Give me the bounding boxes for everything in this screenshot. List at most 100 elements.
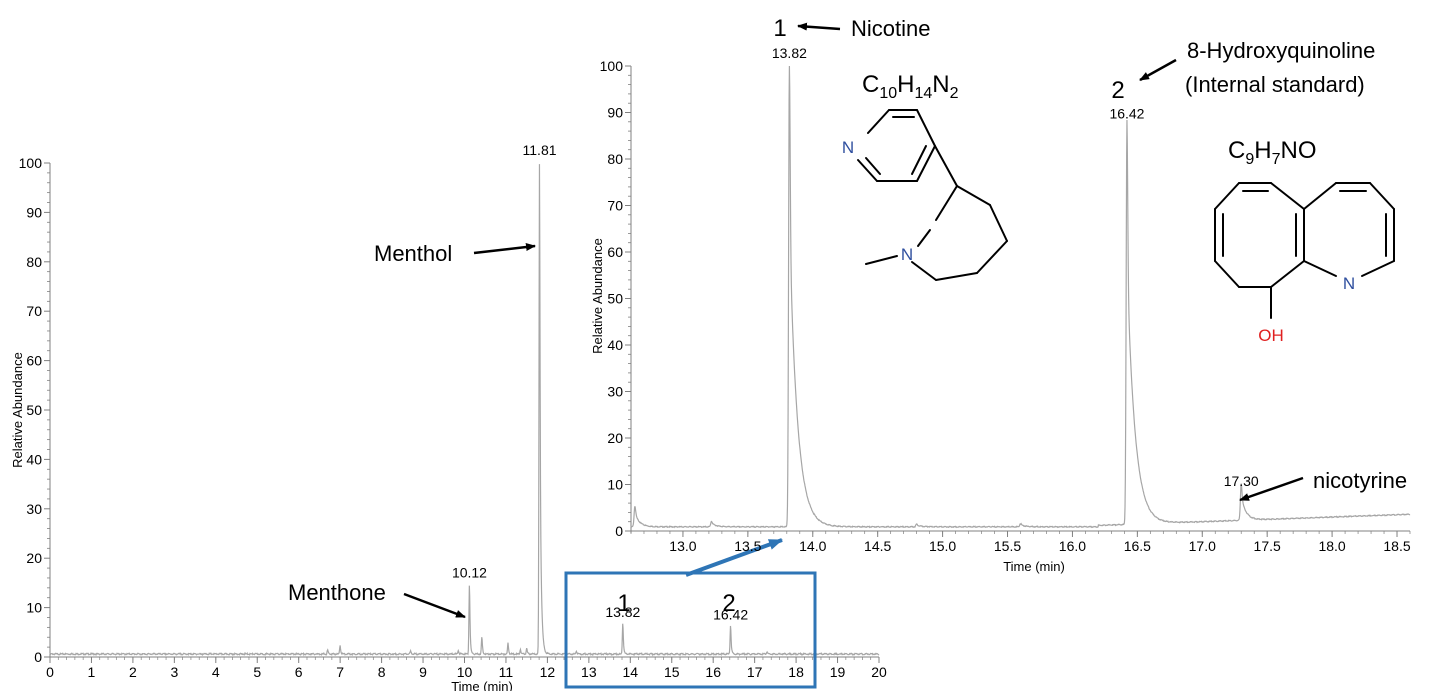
main-y-axis-label: Relative Abundance (10, 352, 25, 468)
main-x-axis-label: Time (min) (451, 679, 513, 691)
y-tick-label: 20 (607, 430, 623, 446)
hq-peak-number: 2 (1111, 77, 1124, 104)
x-tick-label: 16.0 (1059, 538, 1086, 554)
x-tick-label: 14.5 (864, 538, 891, 554)
annotation-menthol: Menthol (374, 241, 452, 266)
x-tick-label: 6 (295, 664, 303, 680)
zoom-arrow (685, 538, 783, 577)
x-tick-label: 17.0 (1189, 538, 1216, 554)
x-tick-label: 9 (419, 664, 427, 680)
nicotine-peak-number: 1 (773, 15, 786, 42)
y-tick-label: 60 (26, 353, 42, 369)
arrow-nicotine (797, 22, 841, 31)
x-tick-label: 18 (788, 664, 804, 680)
y-tick-label: 0 (615, 523, 623, 539)
y-tick-label: 80 (607, 151, 623, 167)
x-tick-label: 17 (747, 664, 763, 680)
x-tick-label: 14.0 (799, 538, 826, 554)
x-tick-label: 15.0 (929, 538, 956, 554)
x-tick-label: 19 (830, 664, 846, 680)
x-tick-label: 7 (336, 664, 344, 680)
x-tick-label: 13 (581, 664, 597, 680)
annotation-menthone: Menthone (288, 580, 386, 605)
nicotine-formula: C10H14N2 (862, 71, 959, 102)
inset-x-axis-label: Time (min) (1003, 559, 1065, 574)
y-tick-label: 20 (26, 550, 42, 566)
x-tick-label: 12 (540, 664, 556, 680)
annotation-nicotine: Nicotine (851, 16, 930, 41)
x-tick-label: 16.5 (1124, 538, 1151, 554)
arrow-menthol (473, 243, 536, 255)
x-tick-label: 10 (457, 664, 473, 680)
x-tick-label: 15 (664, 664, 680, 680)
y-tick-label: 90 (26, 204, 42, 220)
y-tick-label: 90 (607, 105, 623, 121)
hydroxyquinoline-n: N (1343, 274, 1355, 293)
y-tick-label: 70 (26, 303, 42, 319)
x-tick-label: 18.5 (1383, 538, 1410, 554)
x-tick-label: 20 (871, 664, 887, 680)
nicotine-pyrrolidine-n: N (901, 245, 913, 264)
y-tick-label: 40 (607, 337, 623, 353)
annotation-nicotyrine: nicotyrine (1313, 468, 1407, 493)
y-tick-label: 30 (26, 501, 42, 517)
peak-label: 17.30 (1224, 473, 1259, 489)
x-tick-label: 0 (46, 664, 54, 680)
y-tick-label: 50 (26, 402, 42, 418)
peak-label: 10.12 (452, 564, 487, 580)
peak-label: 16.42 (1109, 105, 1144, 121)
x-tick-label: 5 (253, 664, 261, 680)
hydroxyquinoline-formula: C9H7NO (1228, 137, 1317, 168)
y-tick-label: 70 (607, 198, 623, 214)
inset-y-axis-label: Relative Abundance (590, 238, 605, 354)
y-tick-label: 10 (607, 477, 623, 493)
arrow-nicotyrine (1239, 476, 1304, 502)
x-tick-label: 8 (378, 664, 386, 680)
nicotine-pyridine-n: N (842, 138, 854, 157)
y-tick-label: 100 (600, 58, 624, 74)
box-label-2: 2 (722, 590, 735, 617)
annotation-internal-standard: (Internal standard) (1185, 72, 1365, 97)
x-tick-label: 1 (88, 664, 96, 680)
y-tick-label: 80 (26, 254, 42, 270)
x-tick-label: 3 (170, 664, 178, 680)
x-tick-label: 14 (623, 664, 639, 680)
hydroxyquinoline-structure: C9H7NO N OH (1214, 137, 1395, 345)
x-tick-label: 17.5 (1254, 538, 1281, 554)
y-tick-label: 0 (34, 649, 42, 665)
x-tick-label: 16 (705, 664, 721, 680)
x-tick-label: 4 (212, 664, 220, 680)
y-tick-label: 30 (607, 384, 623, 400)
x-tick-label: 11 (499, 664, 514, 680)
y-tick-label: 40 (26, 451, 42, 467)
inset-trace-line (630, 65, 1411, 529)
y-tick-label: 50 (607, 291, 623, 307)
main-trace-line (49, 164, 880, 657)
inset-y-axis: 0 10 20 30 40 50 60 70 80 90 100 (600, 58, 632, 539)
nicotine-structure: C10H14N2 N N (842, 71, 1008, 281)
arrow-menthone (403, 592, 466, 619)
x-tick-label: 15.5 (994, 538, 1021, 554)
x-tick-label: 13.5 (734, 538, 761, 554)
peak-label: 16.42 (713, 606, 748, 622)
zoom-region-box (564, 571, 817, 689)
x-tick-label: 2 (129, 664, 137, 680)
hydroxyquinoline-oh: OH (1258, 326, 1284, 345)
main-peak-labels: 10.12 11.81 13.82 16.42 (452, 142, 748, 622)
peak-label: 11.81 (523, 142, 557, 158)
x-tick-label: 18.0 (1318, 538, 1345, 554)
annotation-hydroxyquinoline: 8-Hydroxyquinoline (1187, 38, 1375, 63)
inset-peak-labels: 13.82 16.42 17.30 (772, 45, 1259, 489)
peak-label: 13.82 (772, 45, 807, 61)
arrow-hydroxyquinoline (1139, 58, 1177, 82)
y-tick-label: 60 (607, 244, 623, 260)
box-label-1: 1 (617, 590, 630, 617)
y-tick-label: 100 (19, 155, 43, 171)
peak-label: 13.82 (605, 604, 640, 620)
